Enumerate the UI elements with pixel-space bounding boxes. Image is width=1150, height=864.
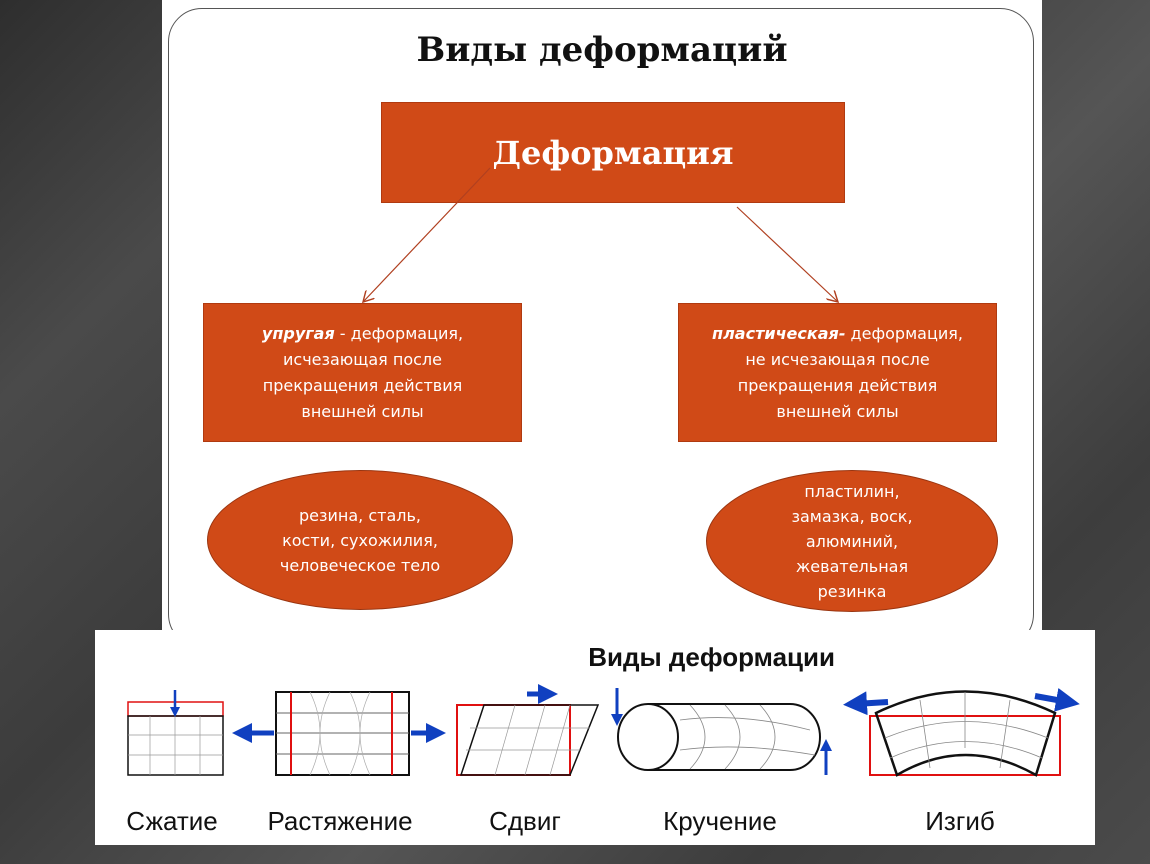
label-bending: Изгиб (925, 806, 995, 836)
panel-title: Виды деформации (588, 642, 835, 672)
plastic-examples: пластилин, замазка, воск, алюминий, жевател… (706, 470, 998, 612)
elastic-line: внешней силы (301, 401, 424, 421)
plastic-rest: деформация, (845, 323, 963, 343)
example: кости, сухожилия, (282, 530, 438, 550)
compression-figure (127, 690, 224, 776)
deformation-types-panel (95, 630, 1095, 845)
label-torsion: Кручение (663, 806, 777, 836)
torsion-figure (611, 688, 832, 775)
elastic-line: прекращения действия (262, 375, 463, 395)
example: резинка (817, 581, 887, 601)
connector-arrow-right (736, 206, 838, 302)
example: замазка, воск, (791, 506, 913, 526)
example: резина, сталь, (298, 505, 421, 525)
plastic-line: прекращения действия (737, 375, 938, 395)
shear-figure (456, 684, 600, 776)
tension-figure (232, 691, 446, 776)
elastic-examples: резина, сталь, кости, сухожилия, человечес… (207, 470, 513, 610)
bending-figure (843, 688, 1080, 777)
plastic-box: пластическая- деформация, не исчезающая … (678, 303, 997, 442)
plastic-line: не исчезающая после (745, 349, 930, 369)
example: пластилин, (804, 481, 900, 501)
example: жевательная (795, 556, 909, 576)
label-tension: Растяжение (267, 806, 413, 836)
elastic-line: исчезающая после (283, 349, 442, 369)
elastic-box: упругая - деформация, исчезающая после п… (203, 303, 522, 442)
example: алюминий, (805, 531, 899, 551)
elastic-term: упругая (261, 323, 335, 343)
elastic-rest: - деформация, (334, 323, 464, 343)
label-compression: Сжатие (126, 806, 218, 836)
connector-arrow-left (363, 167, 491, 302)
deformation-box: Деформация (381, 102, 845, 203)
slide-title: Виды деформаций (416, 30, 788, 70)
example: человеческое тело (279, 555, 441, 575)
plastic-line: внешней силы (776, 401, 899, 421)
plastic-term: пластическая- (712, 323, 846, 343)
label-shear: Сдвиг (489, 806, 561, 836)
